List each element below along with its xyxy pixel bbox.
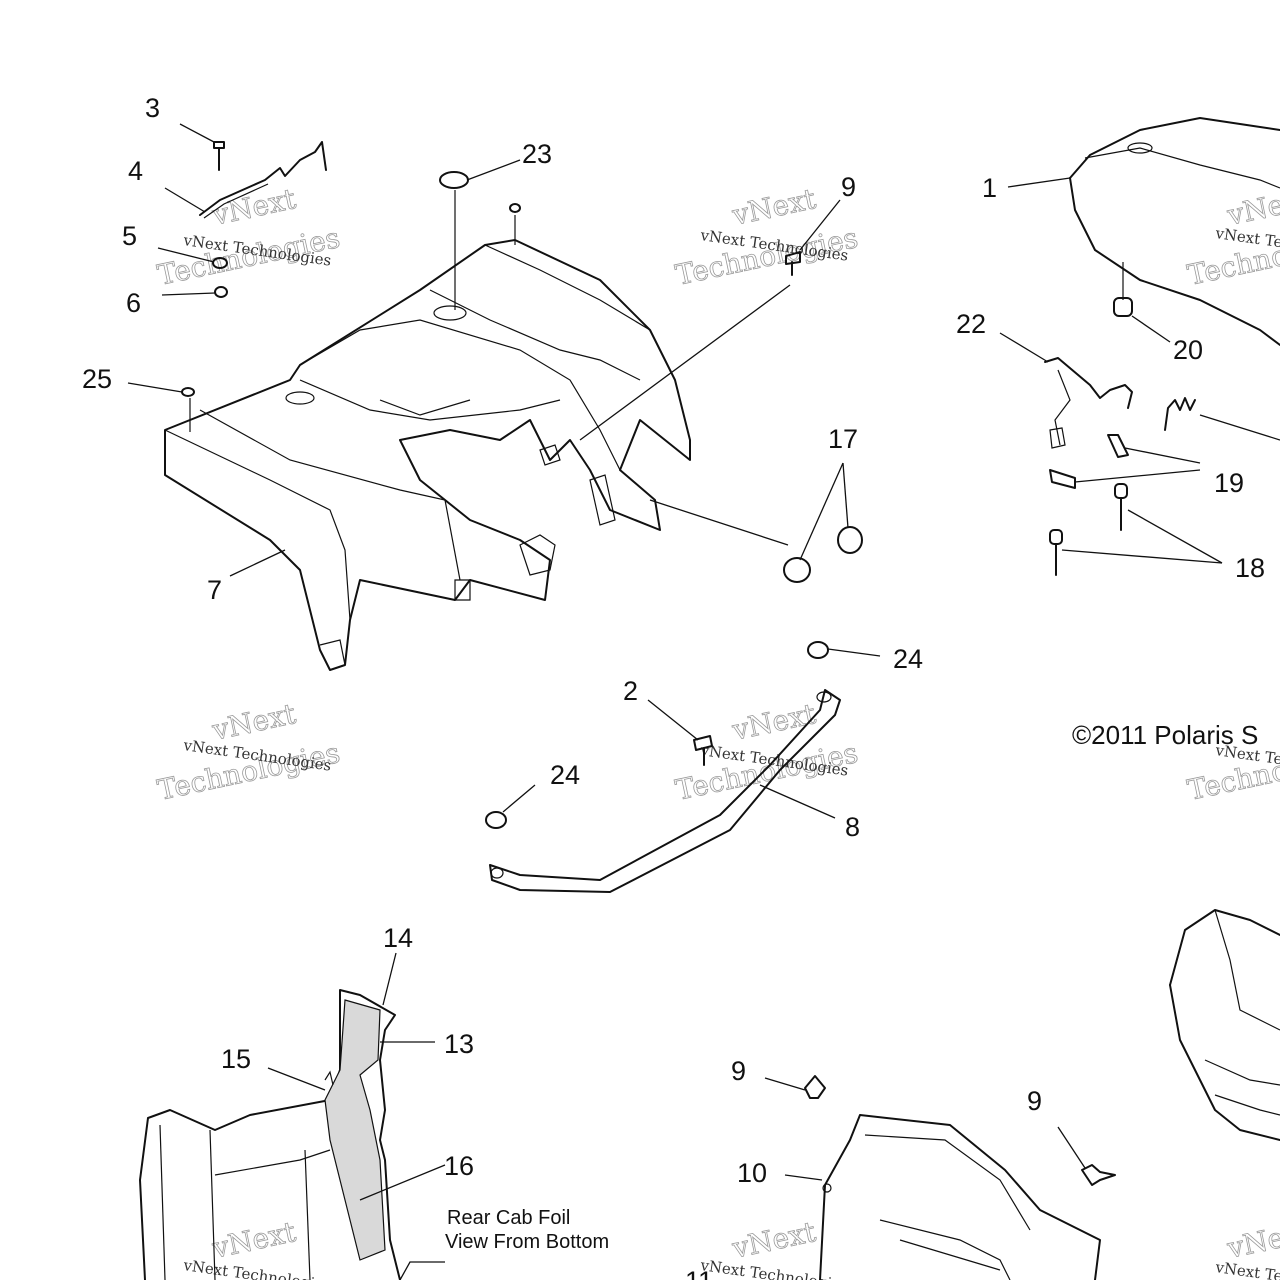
pin-part-top <box>509 203 521 245</box>
svg-text:vNext: vNext <box>1224 1215 1280 1265</box>
bolt-part-2 <box>693 735 713 766</box>
callout-labels: 1 2 3 4 5 6 7 8 9 9 9 10 11 13 14 15 16 … <box>82 93 1265 1280</box>
rivet-part-mid <box>804 1075 826 1099</box>
callout-16: 16 <box>444 1151 474 1181</box>
callout-17: 17 <box>828 424 858 454</box>
callout-9-mid: 9 <box>731 1056 746 1086</box>
note-line-2: View From Bottom <box>445 1231 609 1253</box>
callout-9-right: 9 <box>1027 1086 1042 1116</box>
callout-11: 11 <box>685 1266 713 1280</box>
plug-part-1 <box>807 641 829 659</box>
callout-9-top: 9 <box>841 172 856 202</box>
cap-part <box>439 171 469 189</box>
washer-part <box>212 257 228 269</box>
nut-part <box>214 286 228 298</box>
rear-cab-part <box>139 989 401 1280</box>
callout-5: 5 <box>122 221 137 251</box>
svg-text:vNext Technologies: vNext Technologies <box>698 1256 849 1280</box>
watermark-5: vNext Technologies vNext Technologies <box>672 697 861 808</box>
callout-2: 2 <box>623 676 638 706</box>
svg-text:vNext: vNext <box>1224 182 1280 232</box>
bracket-part <box>489 689 841 893</box>
watermark-4: vNext Technologies vNext Technologies <box>154 697 343 808</box>
watermark-3: vNext Technologies vNext Technologies <box>1184 182 1280 293</box>
callout-24-left: 24 <box>550 760 580 790</box>
watermark-2: vNext Technologies vNext Technologies <box>672 182 861 293</box>
grommet-part <box>783 526 863 583</box>
rod-part <box>199 141 327 219</box>
pin-part-18 <box>1049 483 1128 576</box>
svg-text:vNext: vNext <box>729 1215 820 1265</box>
callout-7: 7 <box>207 575 222 605</box>
rivet-part-right <box>1081 1164 1116 1186</box>
callout-4: 4 <box>128 156 143 186</box>
rear-fender-part <box>164 239 691 671</box>
callout-8: 8 <box>845 812 860 842</box>
note-line-1: Rear Cab Foil <box>447 1207 570 1229</box>
callout-22: 22 <box>956 309 986 339</box>
spring-part <box>1164 397 1196 431</box>
callout-15: 15 <box>221 1044 251 1074</box>
svg-text:vNext: vNext <box>729 697 820 747</box>
callout-10: 10 <box>737 1158 767 1188</box>
svg-text:vNext: vNext <box>729 182 820 232</box>
leader-lines <box>127 123 1280 1280</box>
watermark-8: vNext vNext Technologies <box>698 1215 849 1280</box>
callout-23: 23 <box>522 139 552 169</box>
seat-part <box>1069 117 1280 346</box>
callout-20: 20 <box>1173 335 1203 365</box>
callout-25: 25 <box>82 364 112 394</box>
callout-1: 1 <box>982 173 997 203</box>
callout-14: 14 <box>383 923 413 953</box>
copyright-text: ©2011 Polaris S <box>1072 720 1258 750</box>
bumper-part <box>1113 297 1133 317</box>
latch-part <box>1044 357 1133 449</box>
callout-18: 18 <box>1235 553 1265 583</box>
callout-3: 3 <box>145 93 160 123</box>
svg-text:vNext: vNext <box>209 1215 300 1265</box>
callout-19: 19 <box>1214 468 1244 498</box>
push-rivet-part <box>785 251 801 276</box>
callout-6: 6 <box>126 288 141 318</box>
bolt-part <box>213 141 225 171</box>
watermark-9: vNext vNext Technologies <box>1213 1215 1280 1280</box>
pin-part-25 <box>181 387 195 432</box>
svg-text:vNext: vNext <box>209 697 300 747</box>
footwell-part <box>819 1114 1101 1280</box>
callout-13: 13 <box>444 1029 474 1059</box>
svg-text:vNext: vNext <box>209 182 300 232</box>
plug-part-2 <box>485 811 507 829</box>
clip-part <box>1049 434 1129 489</box>
right-footwell-part <box>1169 909 1280 1141</box>
callout-24-right: 24 <box>893 644 923 674</box>
